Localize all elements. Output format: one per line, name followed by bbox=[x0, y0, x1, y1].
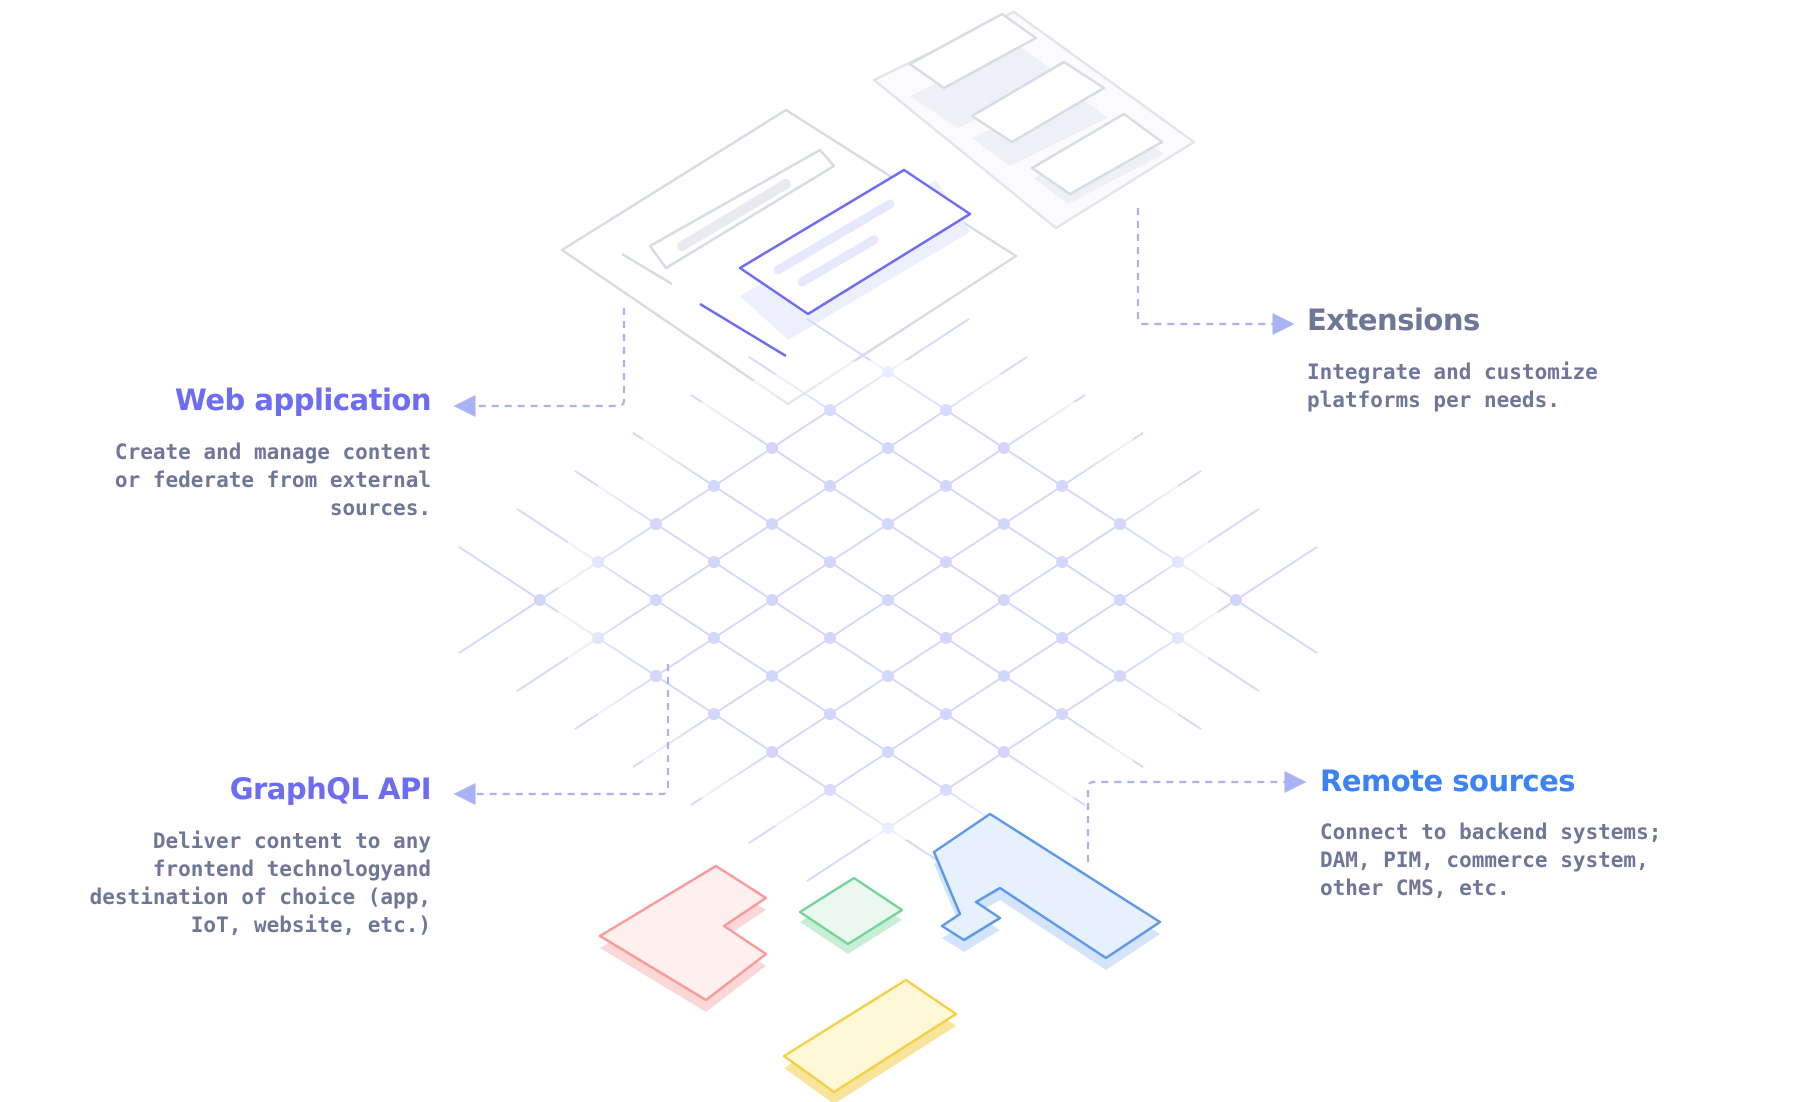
graphql-api-description: Deliver content to any frontend technolo… bbox=[89, 829, 431, 937]
remote-sources-connector bbox=[1086, 771, 1307, 862]
extensions-title: Extensions bbox=[1307, 303, 1480, 337]
web-application-title: Web application bbox=[174, 383, 432, 417]
grid-node bbox=[534, 594, 546, 606]
yellow-tile bbox=[782, 978, 958, 1102]
remote-sources-description: Connect to backend systems; DAM, PIM, co… bbox=[1320, 820, 1662, 900]
graphql-api-title: GraphQL API bbox=[229, 772, 432, 806]
grid-node bbox=[1230, 594, 1242, 606]
connectors bbox=[453, 208, 1307, 862]
web-application-description: Create and manage content or federate fr… bbox=[114, 440, 431, 520]
red-tile bbox=[598, 864, 768, 1012]
extensions-description: Integrate and customize platforms per ne… bbox=[1307, 360, 1598, 412]
extensions-connector bbox=[1136, 208, 1295, 335]
graphql-grid bbox=[458, 317, 1318, 883]
remote-sources-title: Remote sources bbox=[1320, 764, 1576, 798]
graphql-api-connector bbox=[453, 664, 670, 805]
extensions-panel bbox=[872, 10, 1196, 230]
web-application-connector bbox=[453, 308, 626, 417]
remote-source-tiles bbox=[598, 812, 1162, 1102]
grid-fade-overlay bbox=[558, 360, 1218, 840]
blue-tile bbox=[932, 812, 1162, 970]
web-application-panel bbox=[560, 108, 1018, 406]
green-tile bbox=[798, 876, 904, 954]
